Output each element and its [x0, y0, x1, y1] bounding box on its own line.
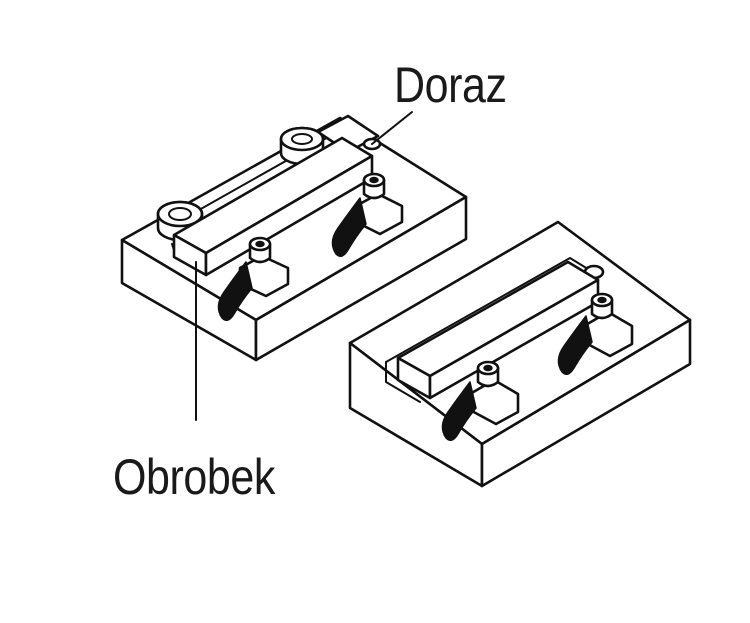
- left-workpiece: [172, 136, 374, 277]
- left-clamp-back: [331, 172, 404, 257]
- workpiece-label: Obrobek: [113, 449, 275, 505]
- right-workpiece: [396, 260, 600, 400]
- stop-leader-line: [371, 111, 413, 145]
- left-clamp-front: [217, 236, 290, 321]
- right-clamp-front: [441, 360, 520, 441]
- right-clamp-back: [557, 292, 634, 375]
- stop-label: Doraz: [394, 57, 507, 113]
